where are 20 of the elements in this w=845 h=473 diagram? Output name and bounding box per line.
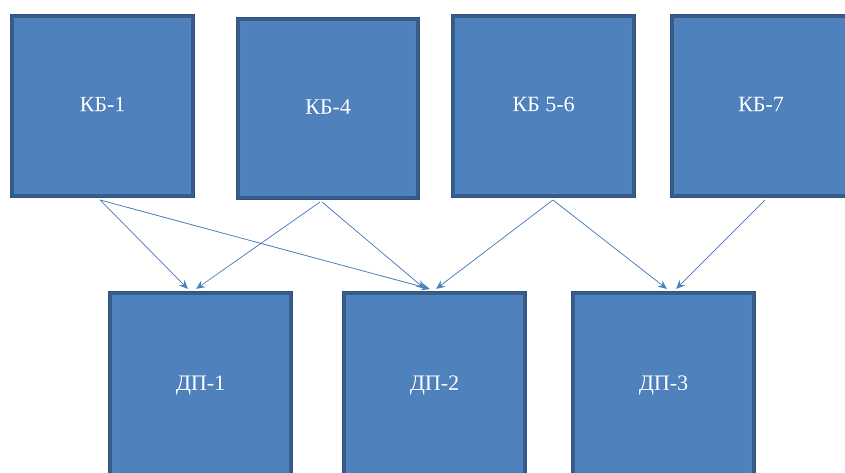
arrow: [436, 200, 554, 289]
box: [451, 14, 636, 198]
box: [571, 290, 756, 473]
box-label: ДП-1: [176, 375, 224, 395]
box: [10, 14, 195, 198]
box: [342, 290, 527, 473]
box: [670, 14, 845, 198]
box-label: КБ-1: [80, 96, 124, 112]
arrow: [676, 200, 766, 289]
box: [236, 17, 420, 200]
box: [108, 290, 293, 473]
box-label: КБ-4: [306, 99, 350, 114]
arrow: [196, 202, 320, 289]
box-label: ДП-2: [410, 375, 458, 395]
box-label: КБ 5-6: [513, 96, 574, 112]
arrow: [322, 202, 425, 289]
box-label: ДП-3: [639, 375, 688, 395]
arrow: [552, 200, 667, 289]
box-label: КБ-7: [738, 96, 784, 112]
arrow: [100, 200, 188, 289]
